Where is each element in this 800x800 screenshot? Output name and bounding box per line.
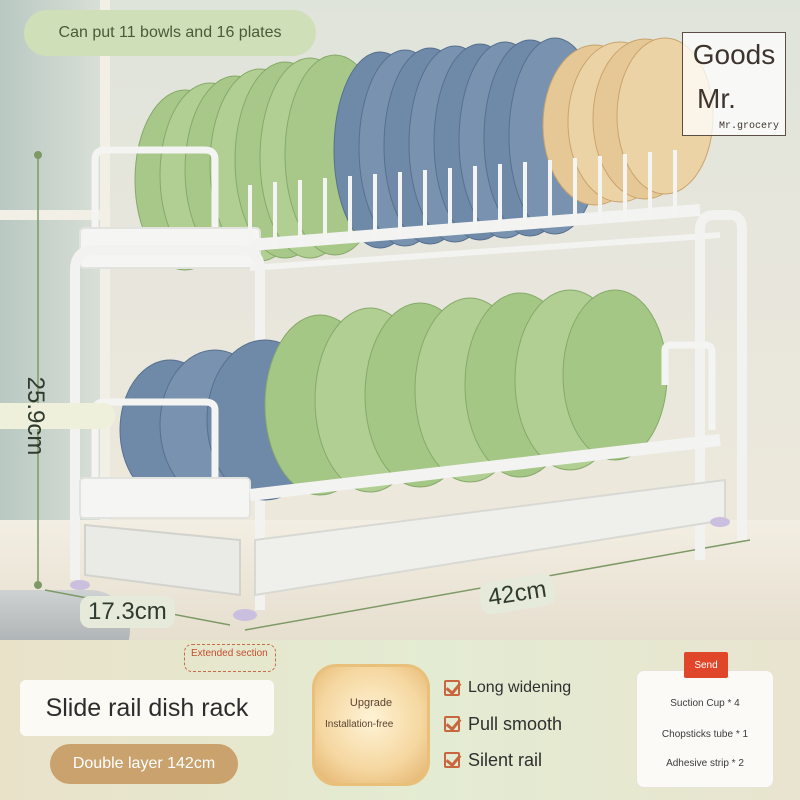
checkbox-icon (444, 716, 460, 732)
accessory-chopsticks-tube: Chopsticks tube * 1 (661, 729, 749, 740)
suction-feet (70, 517, 730, 621)
feature-item: Silent rail (444, 742, 614, 778)
height-dot-bottom (34, 581, 42, 589)
product-photo: Can put 11 bowls and 16 plates Goods Mr.… (0, 0, 800, 640)
brand-line-2: Mr. (697, 83, 736, 114)
feature-item: Long widening (444, 670, 614, 706)
window (0, 0, 110, 560)
height-dot-top (34, 151, 42, 159)
feature-label: Pull smooth (468, 713, 563, 734)
checkbox-icon (444, 680, 460, 696)
extended-section-tag: Extended section (184, 644, 276, 672)
accessories-box (636, 670, 774, 788)
upgrade-badge: Upgrade Installation-free (312, 664, 430, 786)
accessory-suction-cup: Suction Cup * 4 (670, 698, 740, 709)
accessory-adhesive-strip: Adhesive strip * 2 (666, 758, 744, 769)
brand-logo: Goods Mr. Mr.grocery (682, 32, 786, 136)
dish-rack-illustration (34, 37, 751, 631)
layer-size-pill: Double layer 142cm (50, 744, 238, 784)
tan-plates (542, 37, 714, 206)
lower-rack (79, 341, 721, 519)
product-title: Slide rail dish rack (20, 680, 274, 736)
upper-rack-wires (248, 150, 677, 250)
send-tag: Send (684, 652, 728, 678)
capacity-pill: Can put 11 bowls and 16 plates (24, 10, 316, 56)
installation-free-text: Installation-free (325, 719, 394, 730)
depth-dimension-label: 17.3cm (80, 596, 175, 628)
green-bowls (264, 289, 668, 496)
upgrade-text: Upgrade (349, 697, 393, 709)
height-dimension-label: 25.9cm (0, 377, 115, 455)
rack-frame (70, 210, 747, 610)
feature-item: Pull smooth (444, 706, 614, 742)
feature-label: Long widening (468, 679, 572, 696)
checkbox-icon (444, 752, 460, 768)
green-plates (134, 54, 386, 271)
brand-line-1: Goods (692, 39, 776, 70)
feature-list: Long widening Pull smooth Silent rail (444, 670, 614, 778)
feature-label: Silent rail (468, 749, 543, 770)
brand-line-3: Mr.grocery (718, 121, 779, 132)
